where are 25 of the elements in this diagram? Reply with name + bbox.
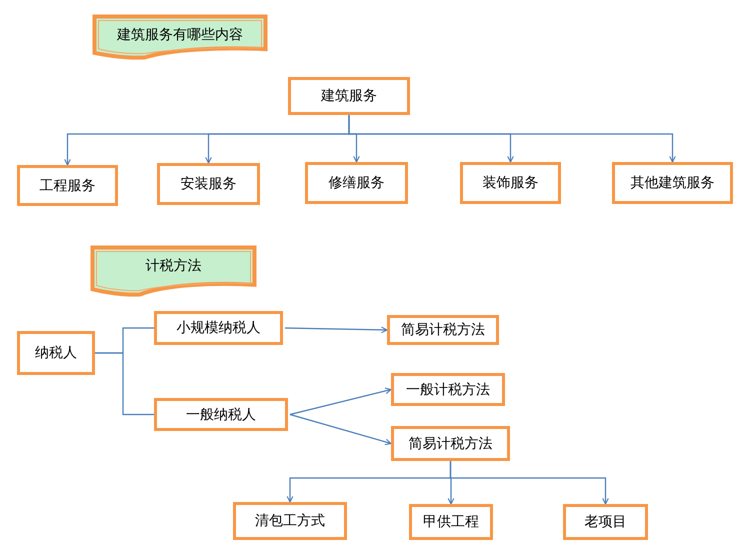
- process-box: 工程服务: [17, 165, 118, 206]
- process-box: 安装服务: [157, 163, 260, 205]
- arrow: [450, 461, 609, 505]
- process-box: 建筑服务: [288, 77, 410, 115]
- banner-box: [92, 14, 268, 60]
- process-box: 一般纳税人: [154, 398, 288, 431]
- process-box: 小规模纳税人: [154, 311, 283, 345]
- process-box: 清包工方式: [233, 502, 347, 540]
- banner-title: 计税方法: [146, 257, 202, 275]
- process-box: 装饰服务: [460, 162, 561, 204]
- arrow: [284, 326, 388, 334]
- banner-box: [90, 245, 257, 297]
- banner-title: 建筑服务有哪些内容: [117, 26, 243, 44]
- connector-line: [95, 352, 154, 416]
- process-box: 老项目: [563, 504, 648, 540]
- process-box: 其他建筑服务: [612, 162, 733, 204]
- process-box: 一般计税方法: [391, 373, 505, 406]
- arrow: [290, 388, 392, 416]
- arrow: [348, 115, 676, 163]
- arrow: [290, 414, 392, 446]
- process-box: 纳税人: [17, 331, 95, 375]
- process-box: 甲供工程: [409, 504, 493, 540]
- process-box: 简易计税方法: [387, 315, 499, 345]
- process-box: 修缮服务: [305, 162, 408, 204]
- process-box: 简易计税方法: [391, 426, 510, 461]
